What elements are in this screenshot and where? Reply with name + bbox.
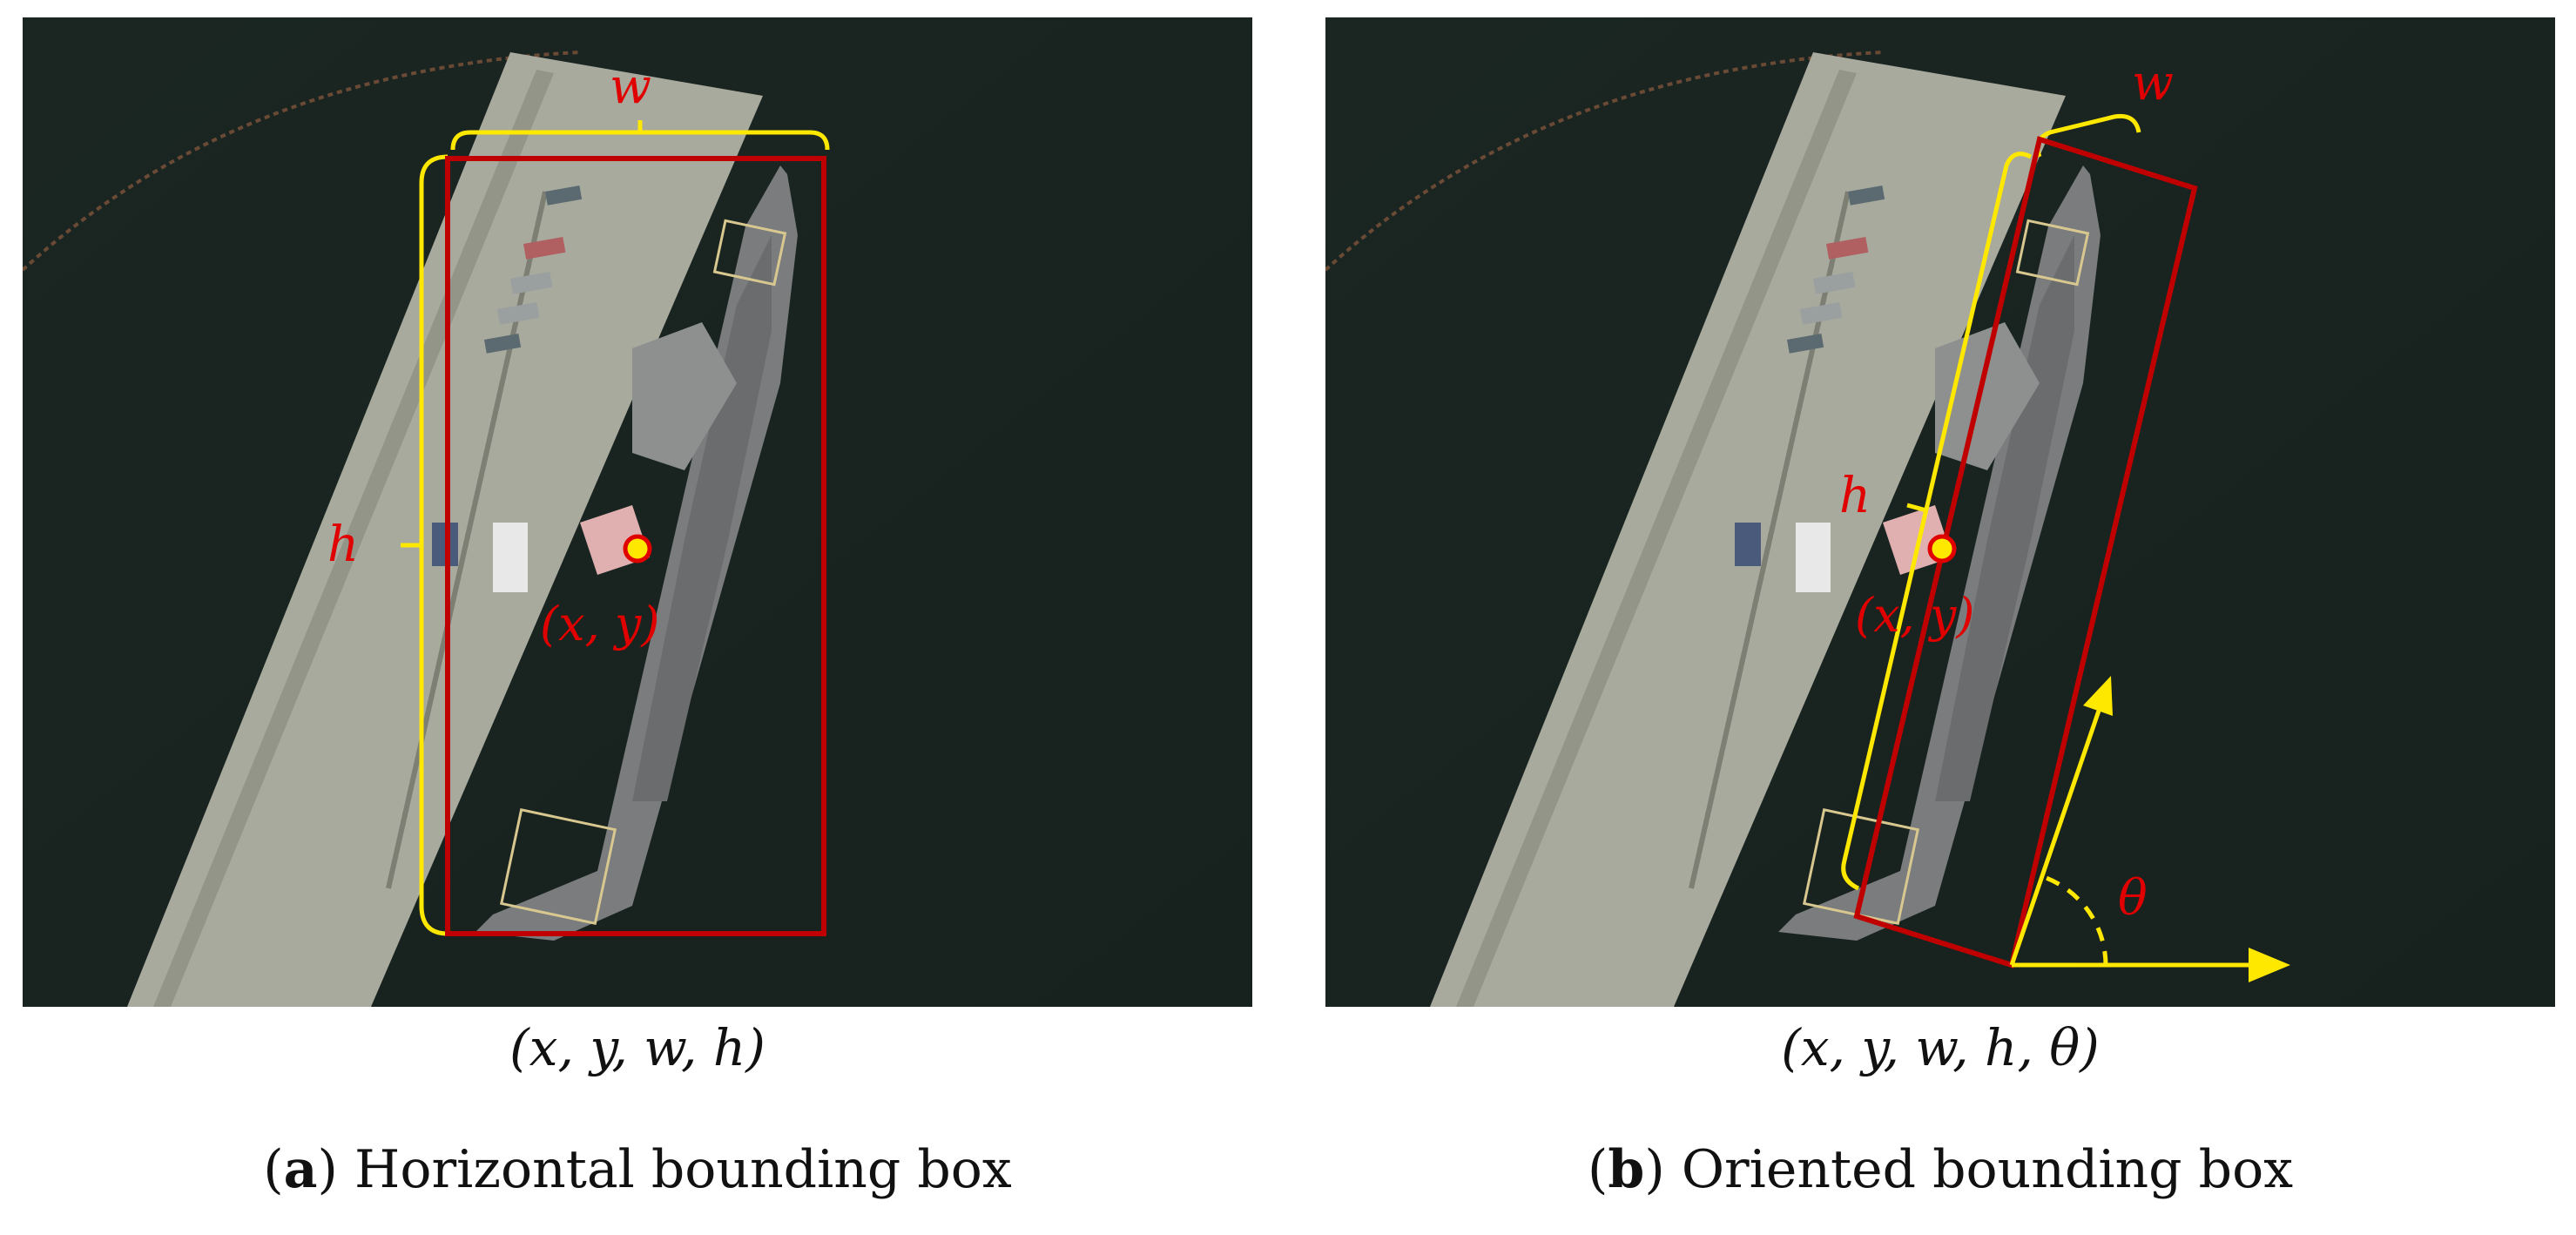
pier-vehicles [1735,186,1885,592]
caption-letter: a [283,1139,318,1200]
angle-label: θ [2118,870,2148,927]
horizontal-arrowhead [2249,948,2290,982]
caption-text: Horizontal bounding box [354,1139,1012,1200]
width-label: w [610,58,651,115]
height-label: h [1839,468,1871,524]
caption-letter: b [1608,1139,1645,1200]
height-bracket [1841,152,2033,891]
center-point [623,534,652,564]
satellite-image-horizontal: w h (x, y) [23,17,1252,1007]
formula-oriented: (x, y, w, h, θ) [1781,1018,2100,1077]
ship [475,165,798,941]
caption-horizontal: (a) Horizontal bounding box [263,1139,1012,1200]
horizontal-bounding-box [445,156,826,936]
orientation-arrowhead [2083,676,2113,716]
caption-oriented: (b) Oriented bounding box [1587,1139,2294,1200]
caption-text: Oriented bounding box [1681,1139,2294,1200]
satellite-image-oriented: w h (x, y) θ [1325,17,2555,1007]
pier-edge [1456,70,1857,1007]
orientation-arrow [2009,710,2101,966]
angle-arc [2040,874,2108,966]
center-point [1927,534,1957,564]
formula-horizontal: (x, y, w, h) [509,1018,765,1077]
height-label: h [327,516,360,573]
pier-edge [153,70,554,1007]
center-label: (x, y) [1855,588,1975,643]
width-label: w [2132,55,2174,111]
center-label: (x, y) [540,597,660,651]
scene-oriented [1325,17,2555,1007]
scene-horizontal [23,17,1252,1007]
pier-vehicles [432,186,583,592]
